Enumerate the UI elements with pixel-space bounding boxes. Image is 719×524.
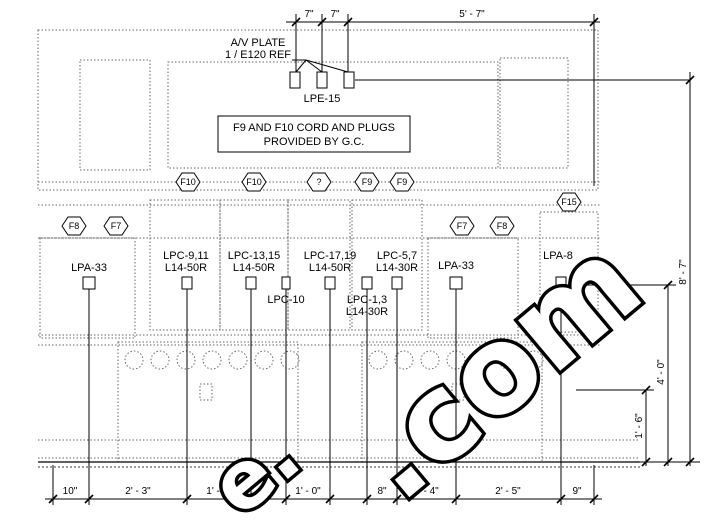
hex-tag-label: ?	[316, 177, 321, 187]
bottom-dim: 8"	[377, 486, 387, 497]
circuit-label: LPA-8	[543, 250, 573, 262]
hood-panel-outline	[167, 61, 499, 169]
circuit-label: LPC-17,19	[304, 250, 357, 262]
cord-note-line2: PROVIDED BY G.C.	[264, 136, 365, 148]
top-dimension-string: 7" 7" 5' - 7"	[286, 9, 600, 186]
bottom-dim: 10"	[63, 486, 78, 497]
hex-tag-label: F7	[457, 221, 468, 231]
bottom-dim: 1' - 0"	[295, 486, 321, 497]
cord-note-line1: F9 AND F10 CORD AND PLUGS	[233, 122, 395, 134]
hex-tag: F9	[354, 172, 380, 192]
receptacle-lpc-13	[245, 276, 257, 290]
av-plate-label: A/V PLATE	[231, 37, 286, 49]
hex-tag: F7	[103, 216, 129, 236]
receptacle-lpc-17	[324, 276, 336, 290]
hex-tag: F15	[556, 192, 582, 212]
circuit-label: LPC-5,7	[377, 250, 417, 262]
hex-tag: F8	[61, 216, 87, 236]
av-plate-note: A/V PLATE 1 / E120 REF LPE-15	[225, 37, 690, 105]
right-dim-low: 1' - 6"	[634, 413, 645, 439]
bottom-dim: 2' - 5"	[495, 486, 521, 497]
hex-tag-label: F15	[561, 197, 577, 207]
top-dim-2: 7"	[330, 9, 340, 20]
hex-tag-label: F10	[180, 177, 196, 187]
hex-tag-label: F7	[111, 221, 122, 231]
right-dim-overall: 8' - 7"	[678, 259, 689, 285]
bottom-dim: 10"	[261, 486, 276, 497]
hex-tag-label: F9	[362, 177, 373, 187]
receptacle-lpa-33-right	[449, 276, 463, 290]
receptacle-type: L14-50R	[309, 262, 351, 274]
cord-plug-note: F9 AND F10 CORD AND PLUGS PROVIDED BY G.…	[217, 115, 411, 153]
bottom-dimension-string: 10" 2' - 3" 1' - 5" 10" 1' - 0" 8" 1' - …	[45, 486, 602, 504]
circuit-label: LPC-9,11	[163, 250, 209, 262]
receptacle-type: L14-30R	[376, 262, 418, 274]
receptacle-type: L14-50R	[165, 262, 207, 274]
hex-tag: F7	[449, 216, 475, 236]
left-cabinet-outline	[79, 59, 151, 171]
lpe-circuit-label: LPE-15	[304, 93, 341, 105]
bottom-dim: 9"	[572, 486, 582, 497]
hex-tag-label: F8	[69, 221, 80, 231]
hex-tag-label: F8	[497, 221, 508, 231]
av-plate-box-3	[343, 71, 355, 89]
right-dim-mid: 4' - 0"	[656, 359, 667, 385]
hex-tag: F9	[389, 172, 415, 192]
equipment-tags: F10 F10 ? F9 F9 F8 F7 F7	[61, 172, 582, 236]
hex-tag-label: F10	[246, 177, 262, 187]
receptacle-lpc-9	[181, 276, 193, 290]
hex-tag: F10	[175, 172, 201, 192]
receptacle-lpa-33-left	[82, 276, 96, 290]
av-plate-box-2	[316, 71, 328, 89]
receptacle-lpc-10	[281, 276, 291, 290]
top-dim-3: 5' - 7"	[459, 9, 485, 20]
av-plate-reference: 1 / E120 REF	[225, 49, 291, 61]
circuit-labels: LPA-33 LPC-9,11 L14-50R LPC-13,15 L14-50…	[71, 250, 573, 318]
circuit-label: LPA-33	[71, 262, 107, 274]
receptacle-lpc-1	[361, 276, 373, 290]
hex-tag: ?	[306, 172, 332, 192]
background-equipment	[37, 29, 640, 468]
right-cabinet-outline	[499, 57, 569, 169]
bottom-dim: 2' - 3"	[125, 486, 151, 497]
right-dimension-string: 8' - 7" 4' - 0" 1' - 6"	[562, 72, 700, 467]
bottom-dim: 1' - 5"	[206, 486, 232, 497]
receptacle-type: L14-50R	[233, 262, 275, 274]
hex-tag-label: F9	[397, 177, 408, 187]
circuit-label: LPA-33	[438, 260, 474, 272]
hex-tag: F8	[489, 216, 515, 236]
circuit-label: LPC-13,15	[228, 250, 281, 262]
hex-tag: F10	[241, 172, 267, 192]
top-dim-1: 7"	[304, 9, 314, 20]
bottom-dim: 1' - 4"	[413, 486, 439, 497]
av-plate-box-1	[289, 71, 301, 89]
extension-lines	[52, 289, 595, 505]
receptacle-lpc-5	[391, 276, 403, 290]
